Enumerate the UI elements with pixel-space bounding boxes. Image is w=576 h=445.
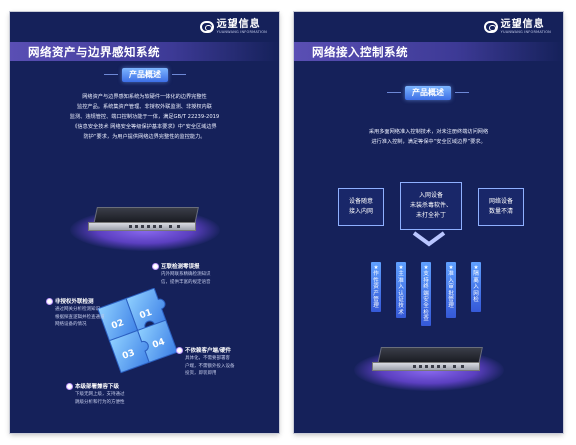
feature-title: 不依赖客户端/硬件 [185,348,232,354]
feature-title: 互联检测零误报 [161,264,200,270]
puzzle-number: 04 [151,337,166,351]
poster-header: 远望信息 YUANWANG INFORMATION [294,12,563,42]
intro-line: 网络资产与边界感知系统为软硬件一体化的边界完整性 [82,94,207,100]
capability-column: ★支持终端安全检查 [421,262,431,326]
title-band: 网络资产与边界感知系统 [10,42,279,61]
feature-desc: 内外网联系精确检测知识信，提供丰富的规定语音 [161,272,211,285]
appliance-image [65,197,225,257]
poster-title: 网络资产与边界感知系统 [28,45,160,59]
brand-name: 远望信息 [500,19,545,30]
appliance-image [349,337,509,397]
problem-box: 设备随意接入内网 [338,188,384,226]
intro-line: 《信息安全技术 网络安全等级保护基本要求》中“安全区域边界 [72,124,217,130]
puzzle-number: 02 [110,318,125,332]
intro-line: 进行准入控制，满足等保中“安全区域边界”要求。 [371,139,486,145]
feature-bullet-icon [46,298,53,305]
puzzle-number: 01 [138,308,153,322]
feature-desc: 下级无网上级，支持通过跳级分析和行为的方便性 [75,392,125,405]
feature-desc: 通过网关分析检测知识根据探查逻辑并检查通道网络设备的情况 [55,307,105,327]
problem-box: 网络设备数量不清 [478,188,524,226]
intro-line: 采用多面网络准入控制技术，对未注册终端访问网络 [368,129,489,135]
chevron-down-icon [412,231,446,247]
intro-line: 监控产品。系统集资产管理、非授权外联监测、非授权内联 [77,104,212,110]
brand-name: 远望信息 [216,19,261,30]
intro-paragraph: 网络资产与边界感知系统为软硬件一体化的边界完整性 监控产品。系统集资产管理、非授… [24,92,265,142]
feature-title: 非授权外联检测 [55,299,94,305]
feature-bullet-icon [176,347,183,354]
capability-column: ★主准入认证技术 [396,262,406,318]
poster-network-asset: 远望信息 YUANWANG INFORMATION 网络资产与边界感知系统 产品… [10,12,279,433]
feature-desc: 具体化，不需要部署客户端，不需额外投入设备投资，即装即用 [185,356,235,376]
feature-bullet-icon [66,383,73,390]
feature-bullet-icon [152,263,159,270]
capability-column: ★隔离入网检 [471,262,481,312]
intro-line: 防护”要求，为用户提供网络边界完整性的监控能力。 [83,134,206,140]
brand-mark-icon [199,21,214,34]
poster-header: 远望信息 YUANWANG INFORMATION [10,12,279,42]
problem-box: 入网设备未装杀毒软件、未打全补丁 [400,182,462,230]
feature-title: 本级部署兼容下级 [75,384,120,390]
title-band: 网络接入控制系统 [294,42,563,61]
puzzle-piece-04 [136,319,179,364]
poster-title: 网络接入控制系统 [312,45,408,59]
section-label: 产品概述 [104,68,186,82]
brand-logo: 远望信息 YUANWANG INFORMATION [199,19,267,35]
intro-paragraph: 采用多面网络准入控制技术，对未注册终端访问网络 进行准入控制，满足等保中“安全区… [308,127,549,147]
puzzle-graphic: 01 02 03 04 [97,288,179,374]
intro-line: 监测、违规管控、端口控制功能于一体，满足GB/T 22239-2019 [69,114,220,120]
brand-mark-icon [483,21,498,34]
puzzle-number: 03 [121,348,136,362]
poster-network-access: 远望信息 YUANWANG INFORMATION 网络接入控制系统 产品概述 … [294,12,563,433]
section-label: 产品概述 [387,86,469,100]
brand-name-en: YUANWANG INFORMATION [500,30,551,34]
capability-column: ★作性资产管理 [371,262,381,312]
capability-column: ★准入审批管理 [446,262,456,318]
brand-name-en: YUANWANG INFORMATION [216,30,267,34]
brand-logo: 远望信息 YUANWANG INFORMATION [483,19,551,35]
